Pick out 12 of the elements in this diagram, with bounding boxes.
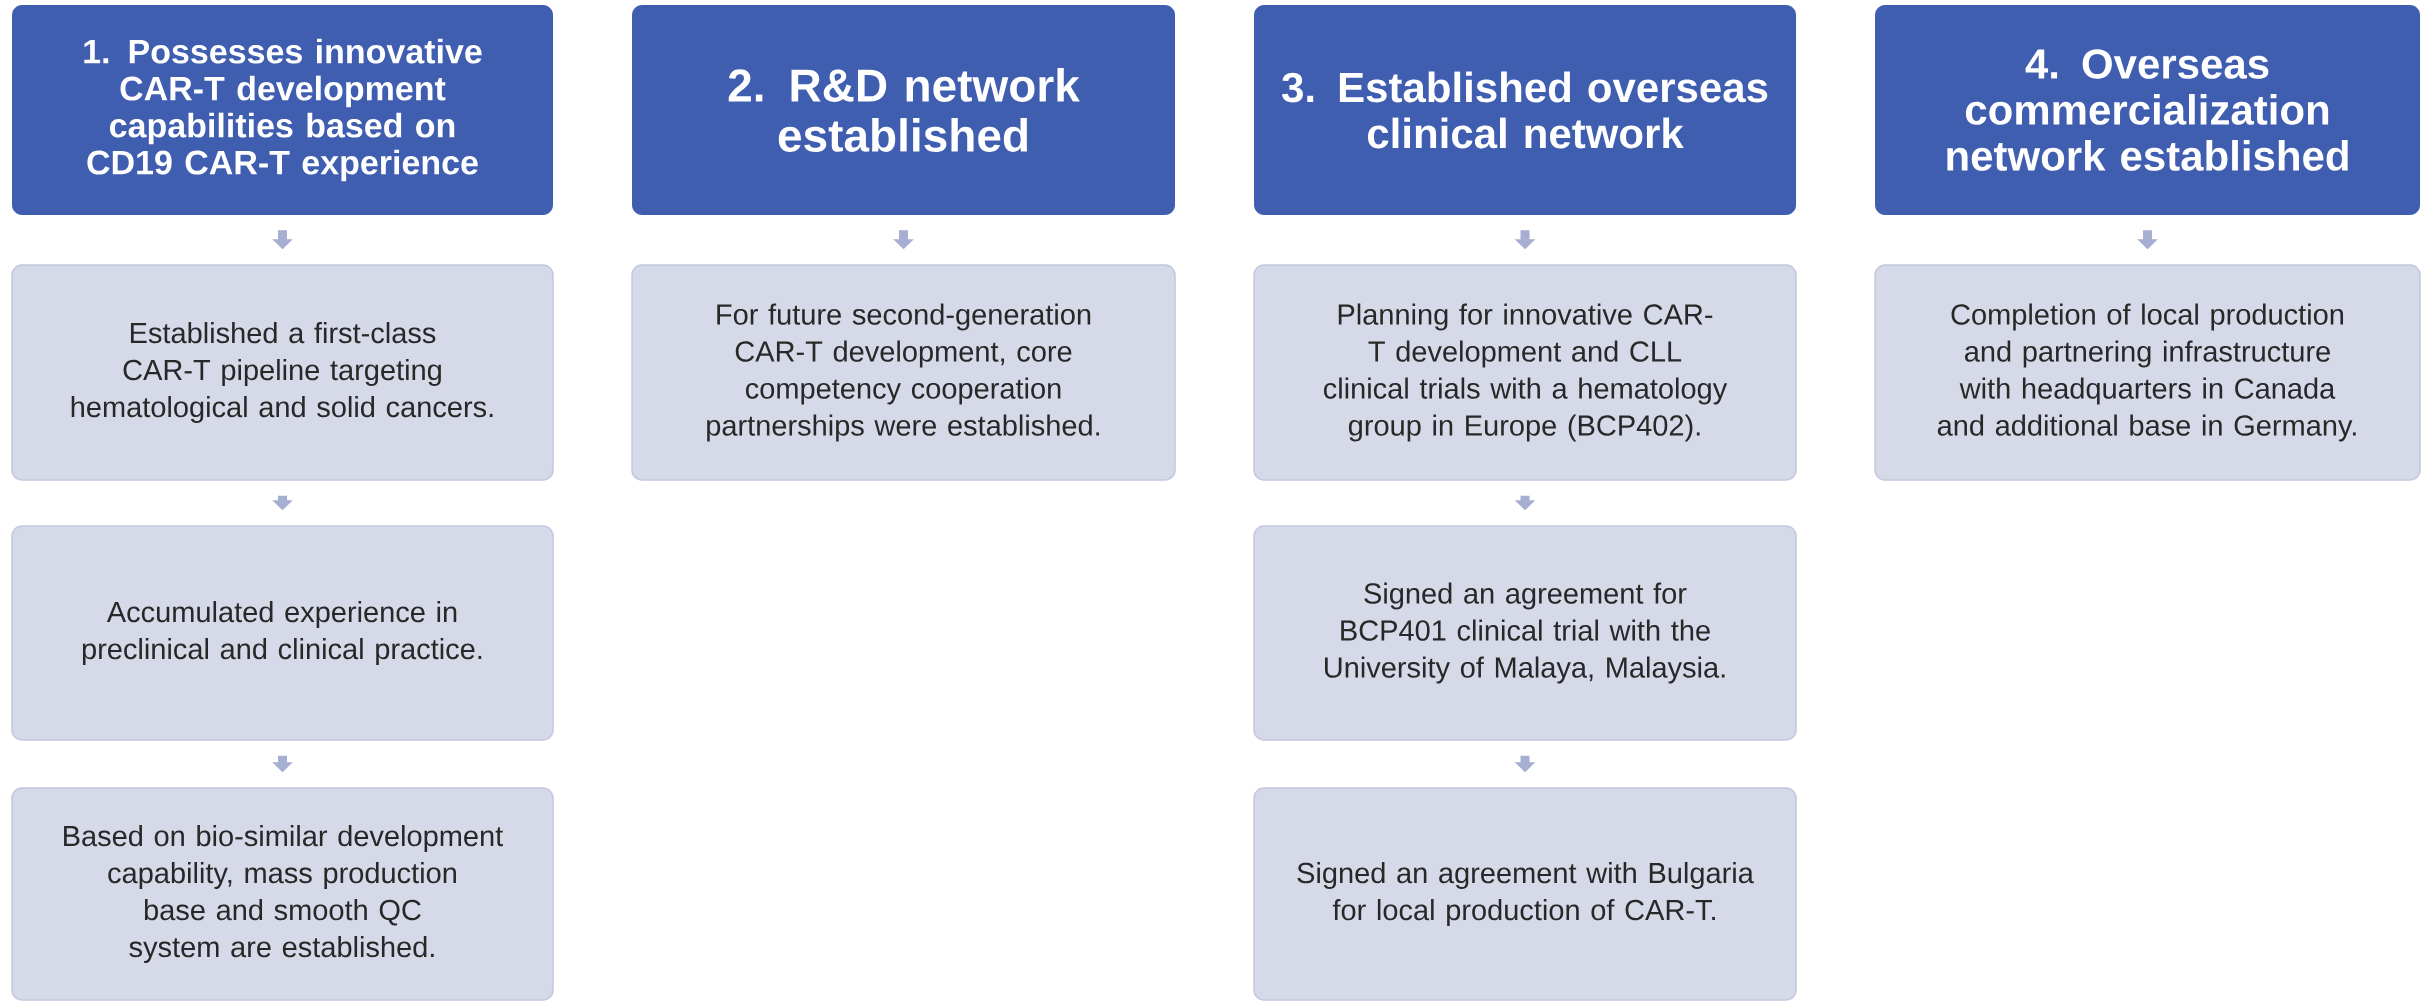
text-box: Based on bio-similar development capability, mass production base and smooth QC system are established. [11, 787, 554, 1001]
text-box: Accumulated experience in preclinical and clinical practice. [11, 525, 554, 741]
text-box: Established a first-class CAR-T pipeline targeting hematological and solid cancers. [11, 264, 554, 481]
text-box: Completion of local production and partnering infrastructure with headquarters in Canada and additional base in Germany. [1874, 264, 2421, 481]
text-box: For future second-generation CAR-T development, core competency cooperation partnerships were established. [631, 264, 1176, 481]
header-box: 2. R&D network established [632, 5, 1175, 215]
text-box: Planning for innovative CAR-T development and CLL clinical trials with a hematology group in Europe (BCP402). [1253, 264, 1797, 481]
header-box: 4. Overseas commercialization network established [1875, 5, 2421, 215]
header-box: 3. Established overseas clinical network [1254, 5, 1796, 215]
text-box: Signed an agreement with Bulgaria for local production of CAR-T. [1253, 787, 1797, 1001]
header-box: 1. Possesses innovative CAR-T development capabilities based on CD19 CAR-T experience [12, 5, 553, 215]
text-box: Signed an agreement for BCP401 clinical trial with the University of Malaya, Malaysia. [1253, 525, 1797, 741]
